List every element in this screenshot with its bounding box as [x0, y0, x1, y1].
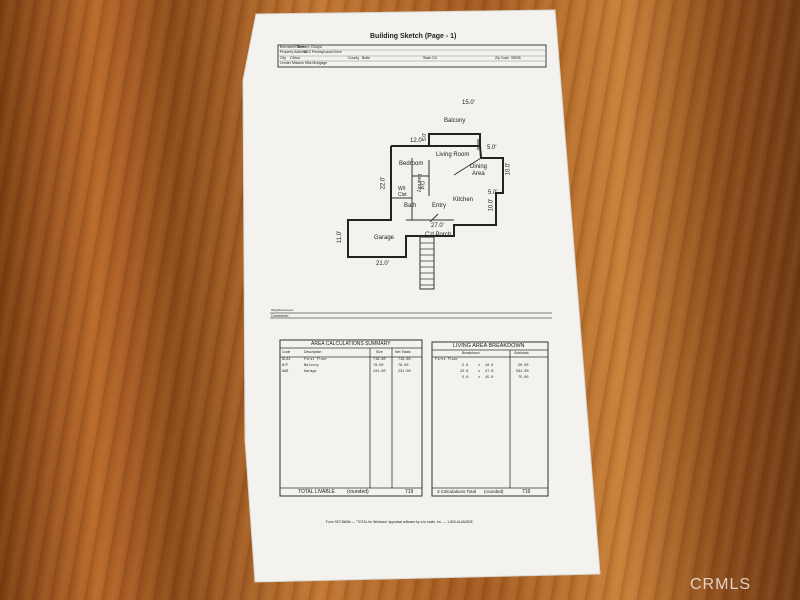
zip-value: 95926 — [511, 56, 521, 60]
room-entry: Entry — [432, 203, 447, 209]
breakdown-row-subtotal: 50.00 — [518, 364, 529, 368]
form-footer: Form SKT.BldSkl — "TOTAL for Windows" ap… — [326, 520, 473, 524]
area-summary-title: AREA CALCULATIONS SUMMARY — [311, 341, 391, 347]
room-dining-area: Area — [472, 171, 485, 177]
room-wi: W/I — [398, 186, 406, 192]
area-row-net: 78.00 — [398, 364, 409, 368]
sketch-title: Building Sketch (Page - 1) — [370, 33, 457, 40]
dim-right-lower: 10.0' — [488, 198, 495, 212]
dim-garage-height: 11.0' — [337, 230, 344, 244]
breakdown-header: Breakdown — [462, 351, 480, 355]
crmls-watermark: CRMLS — [690, 576, 752, 593]
room-garage: Garage — [374, 235, 395, 241]
breakdown-row-a: 5.0 — [462, 376, 469, 380]
room-laundry-clst: Clst — [418, 180, 425, 190]
dim-balcony-side: 5.0' — [421, 133, 428, 141]
breakdown-row-x: x — [478, 364, 481, 368]
dim-garage-width: 21.0' — [376, 261, 389, 267]
breakdown-section: First Floor — [435, 358, 459, 362]
area-row-code: B/P — [282, 364, 289, 368]
breakdown-row-x: x — [478, 376, 481, 380]
city-label: City — [280, 56, 287, 60]
lender-label: Lender — [280, 61, 291, 65]
area-row-size: 718.80 — [373, 358, 386, 362]
room-porch: C'd Porch — [425, 232, 452, 238]
dim-bedroom-width: 12.0' — [410, 138, 423, 144]
breakdown-row-b: 27.0 — [485, 370, 494, 374]
room-wi-clst: Clst — [398, 192, 407, 198]
room-bedroom: Bedroom — [399, 161, 424, 167]
borrower-label: Borrower/Client — [280, 45, 305, 49]
area-row-code: GLA1 — [282, 358, 291, 362]
breakdown-row-a: 5.0 — [462, 364, 469, 368]
area-row-description: Garage — [304, 370, 317, 374]
area-row-description: Balcony — [304, 364, 319, 368]
living-breakdown-title: LIVING AREA BREAKDOWN — [453, 343, 525, 349]
area-row-code: GAR — [282, 370, 289, 374]
area-row-size: 231.00 — [373, 370, 386, 374]
county-label: County — [348, 56, 360, 60]
lender-value: Mission Hills Mortgage — [292, 61, 328, 65]
area-header-description: Description — [304, 350, 322, 354]
city-value: Chico — [290, 55, 301, 60]
area-row-net: 231.00 — [398, 370, 411, 374]
address-label: Property Address — [280, 50, 307, 54]
weighted-area-label: Weighted Area A — [271, 308, 294, 312]
state-value: CA — [432, 56, 437, 60]
breakdown-row-b: 15.0 — [485, 376, 494, 380]
area-row-net: 718.80 — [398, 358, 411, 362]
area-row-size: 78.00 — [373, 364, 384, 368]
area-header-size: Size — [376, 350, 383, 354]
total-livable-label: TOTAL LIVABLE — [298, 489, 335, 495]
total-livable-value: 719 — [405, 489, 414, 495]
dim-right-mid: 5.0' — [488, 190, 498, 196]
county-value: Butte — [362, 56, 371, 60]
comments-label: Comments: — [271, 314, 289, 318]
calculations-total-label: 3 Calculations Total — [437, 489, 476, 494]
dim-right-top: 5.0' — [487, 145, 497, 151]
calculations-total-value: 719 — [522, 489, 531, 495]
room-balcony: Balcony — [444, 118, 466, 124]
dim-right-side: 10.0' — [505, 162, 512, 176]
breakdown-row-x: x — [478, 370, 481, 374]
total-livable-rounded: (rounded) — [347, 489, 369, 495]
room-living: Living Room — [436, 152, 470, 158]
room-bath: Bath — [404, 203, 417, 209]
dim-left-height: 22.0' — [380, 176, 387, 190]
breakdown-row-subtotal: 594.00 — [516, 370, 529, 374]
state-label: State — [423, 56, 432, 60]
breakdown-row-b: 10.0 — [485, 364, 494, 368]
dim-balcony-width: 15.0' — [462, 100, 475, 106]
calculations-rounded: (rounded) — [484, 489, 504, 494]
address-value: 3824 Pennsylvania Drive — [303, 50, 342, 54]
borrower-value: Romero, Donya — [297, 45, 322, 49]
room-kitchen: Kitchen — [453, 197, 474, 203]
dim-porch-width: 27.0' — [431, 223, 444, 229]
area-row-description: First Floor — [304, 358, 328, 362]
area-header-code: Code — [282, 350, 291, 354]
breakdown-row-subtotal: 75.00 — [518, 376, 529, 380]
breakdown-row-a: 22.0 — [460, 370, 469, 374]
area-header-net-totals: Net Totals — [395, 350, 411, 354]
subtotals-header: Subtotals — [514, 351, 529, 355]
room-dining: Dining — [470, 164, 488, 170]
zip-label: Zip Code — [495, 56, 510, 60]
